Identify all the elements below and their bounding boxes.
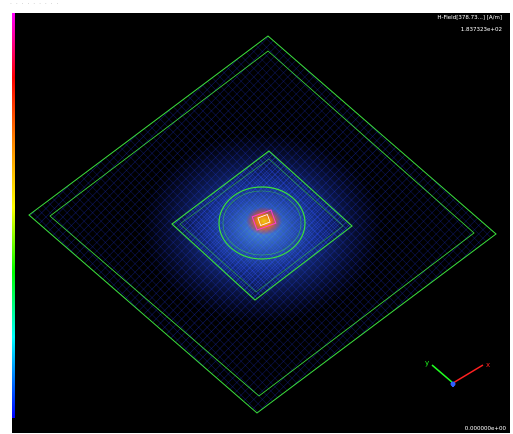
substrate-inner-outline: [49, 50, 475, 397]
max-value-label: 1.837323e+02: [460, 27, 502, 33]
y-axis-label: y: [425, 359, 429, 367]
substrate-outline: [28, 35, 497, 414]
color-legend-bar: [12, 13, 15, 418]
y-axis-line: [431, 364, 454, 384]
window-title: · · · · · · · · ·: [10, 1, 60, 8]
aperture-ring: [218, 186, 306, 260]
3d-viewport[interactable]: x y H-Field[378.73...] [A/m] 1.837323e+0…: [12, 13, 510, 433]
x-axis-label: x: [486, 361, 490, 369]
min-value-label: 0.000000e+00: [464, 426, 506, 432]
hot-spot: [246, 207, 282, 235]
patch-inner-outline: [179, 158, 344, 293]
z-axis-dot: [450, 381, 456, 387]
x-axis-line: [452, 364, 484, 384]
field-plot[interactable]: x y: [12, 13, 510, 433]
axes-triad: x y: [425, 359, 490, 387]
field-name-label: H-Field[378.73...] [A/m]: [437, 15, 502, 21]
